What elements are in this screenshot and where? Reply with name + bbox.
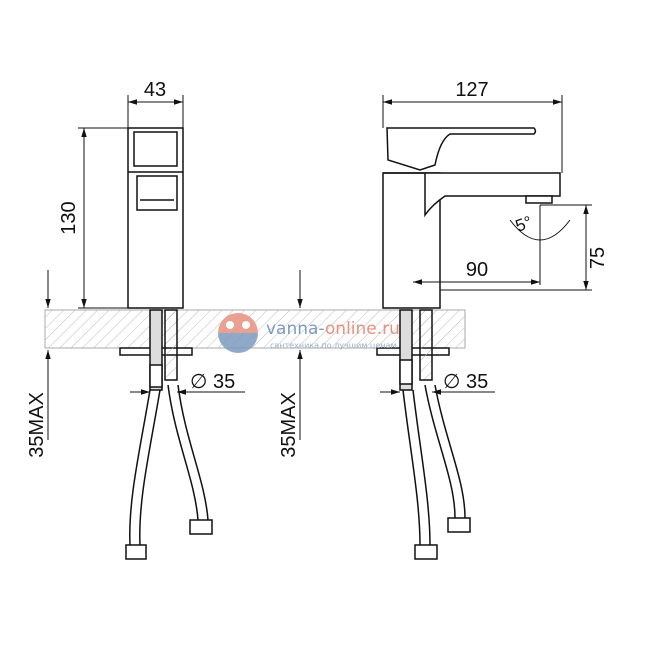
faucet-side-view: [376, 127, 561, 560]
dim-35max-left: 35MAX: [26, 392, 48, 458]
watermark-tagline: сантехника по лучшим ценам: [270, 341, 396, 350]
dim-width-43: 43: [144, 79, 166, 101]
faucet-front-view: [119, 127, 213, 560]
dim-height-130: 130: [58, 201, 80, 234]
dim-35max-right: 35MAX: [278, 392, 300, 458]
dim-length-127: 127: [455, 79, 488, 101]
watermark-brand: vanna-online.ru: [266, 319, 400, 339]
right-dimensions: [297, 95, 592, 440]
left-dimensions: [45, 95, 245, 440]
dim-angle-5: 5°: [513, 212, 535, 235]
dim-height-75: 75: [587, 247, 609, 269]
dim-diameter-left: ∅ 35: [190, 371, 235, 393]
watermark-logo: [218, 313, 258, 353]
dim-diameter-right: ∅ 35: [443, 371, 488, 393]
watermark-brand-part2: online.ru: [325, 319, 400, 339]
dim-reach-90: 90: [466, 259, 488, 281]
watermark-brand-part1: vanna-: [266, 319, 325, 339]
